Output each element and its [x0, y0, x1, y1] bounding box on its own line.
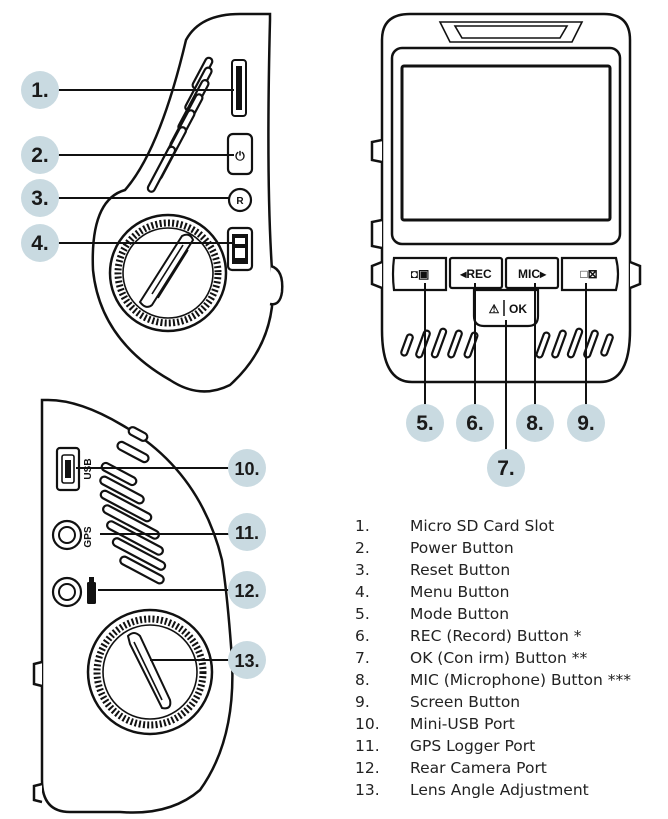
legend-row: 2. Power Button [355, 537, 668, 559]
legend-number: 8. [355, 671, 370, 689]
legend-label: OK (Con irm) Button ** [410, 649, 588, 667]
svg-text:12.: 12. [234, 581, 259, 601]
sd-card-slot[interactable] [231, 59, 247, 117]
legend-row: 5. Mode Button [355, 603, 668, 625]
legend-label: Micro SD Card Slot [410, 517, 555, 535]
legend-number: 4. [355, 583, 370, 601]
legend-label: Menu Button [410, 583, 510, 601]
legend-row: 6. REC (Record) Button * [355, 625, 668, 647]
camera-icon: ◘▣ [411, 267, 430, 281]
callout-11: 11. [228, 513, 266, 551]
callout-7: 7. [487, 449, 525, 487]
legend-number: 1. [355, 517, 370, 535]
callout-6: 6. [456, 404, 494, 442]
legend-number: 9. [355, 693, 370, 711]
callout-4: 4. [21, 224, 59, 262]
legend-row: 7. OK (Con irm) Button ** [355, 647, 668, 669]
svg-text:GPS: GPS [83, 526, 94, 547]
callout-12: 12. [228, 571, 266, 609]
callout-2: 2. [21, 136, 59, 174]
legend-label: MIC (Microphone) Button *** [410, 671, 632, 689]
svg-text:11.: 11. [235, 523, 259, 543]
legend-number: 2. [355, 539, 370, 557]
mode-button[interactable]: ◘▣ [391, 256, 448, 292]
warning-icon: ⚠ [489, 302, 500, 316]
svg-text:7.: 7. [497, 457, 515, 480]
legend-label: Screen Button [410, 693, 521, 711]
leader-lines [57, 89, 587, 661]
legend-row: 1. Micro SD Card Slot [355, 515, 668, 537]
front-vent-grille [400, 327, 614, 359]
menu-button[interactable] [226, 226, 254, 272]
legend-label: Reset Button [410, 561, 511, 579]
power-icon: ⏻ [235, 149, 245, 163]
callout-8: 8. [516, 404, 554, 442]
power-button[interactable]: ⏻ [226, 132, 254, 176]
legend-number: 13. [355, 781, 380, 799]
legend-number: 3. [355, 561, 370, 579]
legend-row: 10. Mini-USB Port [355, 713, 668, 735]
svg-text:6.: 6. [466, 412, 484, 435]
legend-label: Power Button [410, 539, 514, 557]
svg-text:1.: 1. [31, 79, 49, 102]
legend-row: 13. Lens Angle Adjustment [355, 779, 668, 801]
svg-text:◂REC: ◂REC [459, 267, 492, 281]
rec-button[interactable]: ◂REC [448, 256, 504, 290]
svg-text:8.: 8. [526, 412, 544, 435]
front-view: ◘▣ ◂REC MIC▸ □⊠ ⚠ OK [370, 12, 642, 384]
callout-9: 9. [567, 404, 605, 442]
legend-number: 12. [355, 759, 380, 777]
svg-text:R: R [236, 196, 244, 207]
legend-number: 5. [355, 605, 370, 623]
legend-row: 9. Screen Button [355, 691, 668, 713]
svg-text:4.: 4. [31, 232, 49, 255]
svg-text:10.: 10. [234, 459, 259, 479]
legend-row: 11. GPS Logger Port [355, 735, 668, 757]
legend-row: 4. Menu Button [355, 581, 668, 603]
rear-camera-port[interactable] [51, 576, 96, 608]
screen-button[interactable]: □⊠ [560, 256, 620, 292]
legend-label: Lens Angle Adjustment [410, 781, 589, 799]
callout-1: 1. [21, 71, 59, 109]
legend-row: 8. MIC (Microphone) Button *** [355, 669, 668, 691]
legend-row: 3. Reset Button [355, 559, 668, 581]
lens-dial-bottom [86, 608, 214, 736]
svg-text:9.: 9. [577, 412, 595, 435]
side-view-bottom: USB GPS [32, 398, 234, 814]
svg-text:OK: OK [509, 302, 527, 316]
svg-text:MIC▸: MIC▸ [518, 267, 547, 281]
legend-number: 10. [355, 715, 380, 733]
svg-text:5.: 5. [416, 412, 434, 435]
svg-text:3.: 3. [31, 187, 49, 210]
callout-10: 10. [228, 449, 266, 487]
camera-icon [87, 582, 96, 604]
gps-port[interactable]: GPS [51, 519, 94, 551]
reset-button[interactable]: R [227, 187, 253, 213]
callout-3: 3. [21, 179, 59, 217]
legend-label: Rear Camera Port [410, 759, 547, 777]
svg-text:13.: 13. [234, 651, 259, 671]
legend: 1. Micro SD Card Slot 2. Power Button 3. Re… [355, 515, 668, 801]
top-vent-grille [146, 56, 214, 193]
legend-label: Mini-USB Port [410, 715, 515, 733]
callout-5: 5. [406, 404, 444, 442]
legend-label: REC (Record) Button * [410, 627, 582, 645]
legend-label: Mode Button [410, 605, 510, 623]
legend-number: 11. [355, 737, 380, 755]
lens-dial-top [108, 213, 228, 333]
screen-icon: □⊠ [580, 267, 597, 281]
callouts: 1. 2. 3. 4. 5. 6. 8. 9. [21, 71, 605, 679]
svg-text:2.: 2. [31, 144, 49, 167]
legend-number: 7. [355, 649, 370, 667]
callout-13: 13. [228, 641, 266, 679]
mic-button[interactable]: MIC▸ [504, 256, 560, 290]
legend-number: 6. [355, 627, 370, 645]
legend-row: 12. Rear Camera Port [355, 757, 668, 779]
bottom-vent-grille [99, 426, 167, 585]
side-view-top: ⏻ R [91, 12, 284, 393]
legend-label: GPS Logger Port [410, 737, 536, 755]
